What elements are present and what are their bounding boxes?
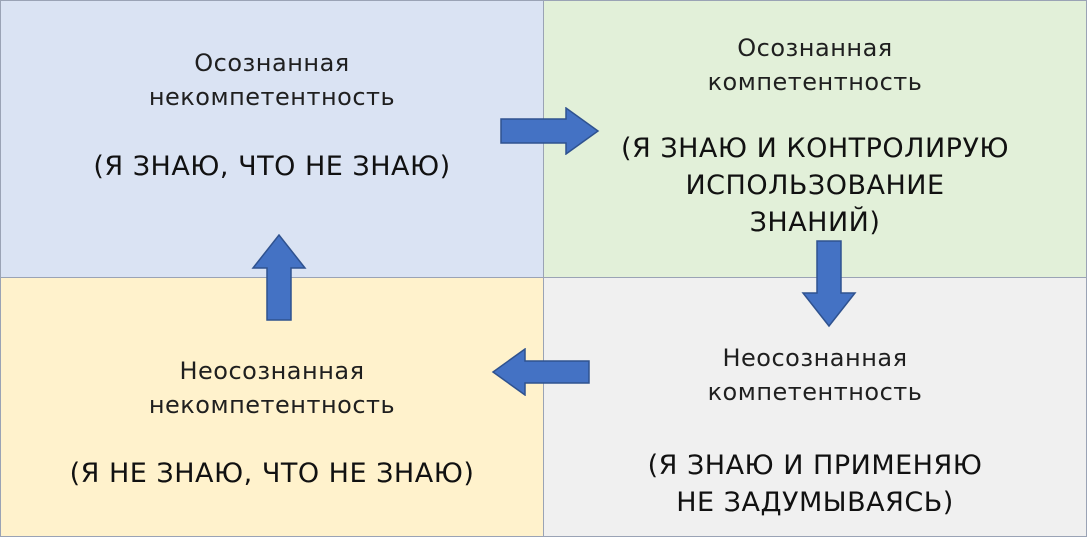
arrow-up-icon <box>251 234 307 322</box>
quadrant-title: Осознанная некомпетентность <box>148 49 396 111</box>
quadrant-title: Осознанная компетентность <box>707 34 923 96</box>
quadrant-subtitle: (Я ЗНАЮ, ЧТО НЕ ЗНАЮ) <box>93 151 451 182</box>
quadrant-conscious-incompetence: Осознанная некомпетентность (Я ЗНАЮ, ЧТО… <box>0 0 544 278</box>
quadrant-title: Неосознанная некомпетентность <box>148 357 396 419</box>
arrow-right-icon <box>500 107 600 155</box>
quadrant-title: Неосознанная компетентность <box>707 344 923 406</box>
arrow-down-icon <box>801 240 857 328</box>
quadrant-conscious-competence: Осознанная компетентность (Я ЗНАЮ И КОНТ… <box>543 0 1087 278</box>
quadrant-subtitle: (Я ЗНАЮ И КОНТРОЛИРУЮ ИСПОЛЬЗОВАНИЕ ЗНАН… <box>620 133 1010 238</box>
arrow-left-icon <box>491 348 591 396</box>
quadrant-subtitle: (Я ЗНАЮ И ПРИМЕНЯЮ НЕ ЗАДУМЫВАЯСЬ) <box>647 450 983 518</box>
quadrant-unconscious-competence: Неосознанная компетентность (Я ЗНАЮ И ПР… <box>543 277 1087 537</box>
quadrant-subtitle: (Я НЕ ЗНАЮ, ЧТО НЕ ЗНАЮ) <box>69 458 475 489</box>
